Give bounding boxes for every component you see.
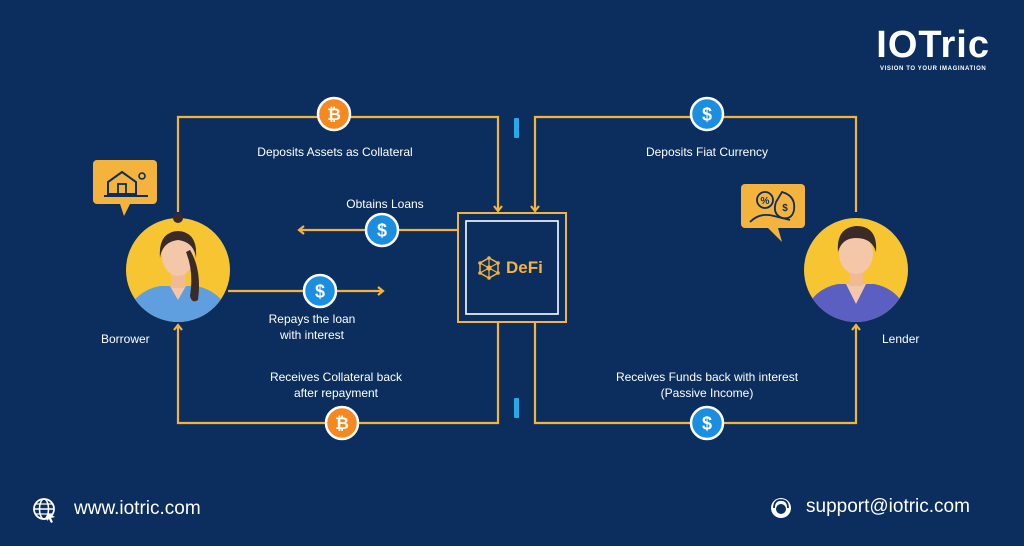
svg-text:$: $	[702, 414, 712, 434]
svg-text:$: $	[782, 203, 788, 214]
label-deposits-fiat: Deposits Fiat Currency	[645, 145, 769, 159]
label-repays-loan-line1: Repays the loan	[268, 312, 356, 326]
label-obtains-loans: Obtains Loans	[346, 197, 424, 211]
svg-text:$: $	[702, 105, 712, 125]
dollar-coin-icon: $	[689, 96, 725, 132]
borrower-avatar	[126, 213, 230, 322]
headset-icon	[771, 498, 791, 518]
divider-bottom	[514, 398, 519, 418]
network-icon	[478, 256, 500, 280]
brand-tagline: VISION TO YOUR IMAGINATION	[880, 66, 987, 72]
dollar-coin-icon: $	[302, 273, 338, 309]
house-icon	[93, 160, 157, 216]
bitcoin-coin-icon: ₿	[324, 405, 360, 441]
label-receives-collateral-line1: Receives Collateral back	[269, 370, 403, 384]
label-receives-funds-line2: (Passive Income)	[660, 386, 754, 400]
svg-text:$: $	[377, 221, 387, 241]
label-repays-loan-line2: with interest	[279, 328, 345, 342]
svg-text:$: $	[315, 282, 325, 302]
lender-label: Lender	[882, 332, 920, 346]
brand-logo: IOTric VISION TO YOUR IMAGINATION	[876, 26, 990, 72]
email-link[interactable]: support@iotric.com	[806, 496, 970, 517]
label-receives-funds-line1: Receives Funds back with interest	[615, 370, 799, 384]
bitcoin-coin-icon: ₿	[316, 96, 352, 132]
svg-text:₿: ₿	[335, 414, 349, 433]
dollar-coin-icon: $	[689, 405, 725, 441]
defi-label: DeFi	[506, 258, 543, 277]
svg-text:₿: ₿	[327, 105, 341, 124]
lender-avatar	[804, 218, 908, 322]
defi-hub	[457, 212, 567, 323]
website-link[interactable]: www.iotric.com	[74, 498, 201, 519]
label-receives-collateral-line2: after repayment	[293, 386, 379, 400]
dollar-coin-icon: $	[364, 212, 400, 248]
globe-icon	[33, 498, 55, 523]
brand-name: IOTric	[876, 24, 990, 66]
svg-text:%: %	[761, 196, 770, 207]
borrower-label: Borrower	[101, 332, 150, 346]
label-deposits-collateral: Deposits Assets as Collateral	[257, 145, 413, 159]
flow-line-deposit-fiat	[530, 115, 858, 213]
money-hand-icon: % $	[741, 184, 805, 242]
divider-top	[514, 118, 519, 138]
